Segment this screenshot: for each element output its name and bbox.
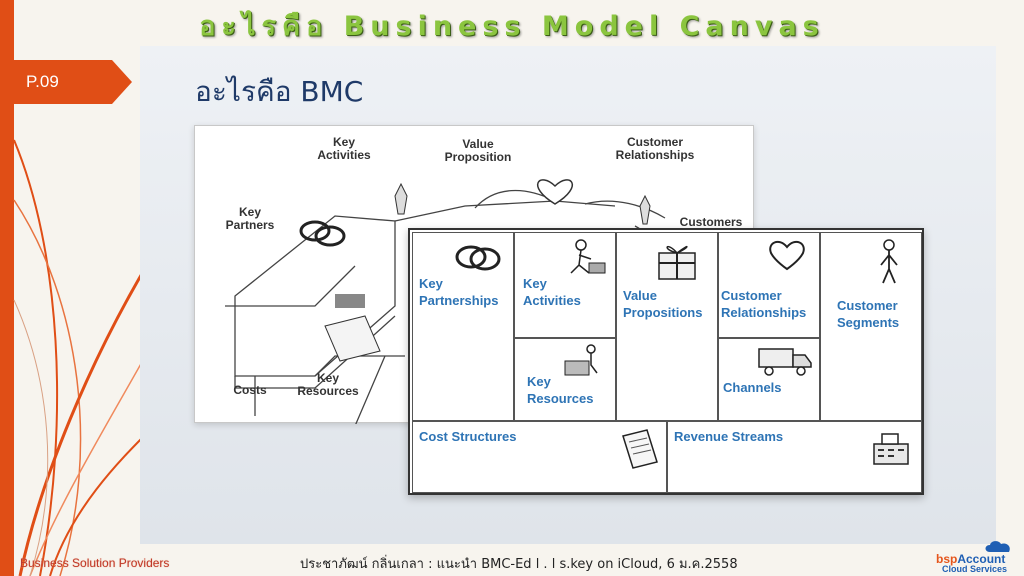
bmc-canvas-image: Key Partnerships Key Activities Key Reso… [408, 228, 924, 495]
bmc-label-key-resources: Key Resources [527, 374, 594, 406]
bmc-cell-revenue-streams: Revenue Streams [667, 421, 922, 493]
gift-icon [658, 245, 696, 280]
bmc-label-value-propositions: Value Propositions [623, 288, 703, 320]
person-icon [880, 239, 898, 284]
bmc-cell-customer-relationships: Customer Relationships [718, 232, 820, 338]
brand-name: bspAccount [936, 552, 1006, 566]
bmc-cell-channels: Channels [718, 338, 820, 421]
bmc-label-customer-relationships: Customer Relationships [721, 288, 807, 320]
left-accent-strip [0, 0, 14, 576]
bmc-cell-key-partnerships: Key Partnerships [412, 232, 514, 421]
brand-subtitle: Cloud Services [942, 564, 1008, 574]
bmc-label-key-partnerships: Key Partnerships [419, 276, 499, 308]
content-heading: อะไรคือ BMC [195, 75, 364, 108]
worker-icon [570, 239, 606, 274]
slide-title: อะไรคือ Business Model Canvas [199, 11, 825, 42]
bmc-label-key-activities: Key Activities [523, 276, 581, 308]
cash-register-icon [873, 433, 909, 465]
sketch-label-value-proposition: Value Proposition [444, 137, 512, 164]
bmc-cell-value-propositions: Value Propositions [616, 232, 718, 421]
sketch-label-costs: Costs [233, 383, 267, 397]
cloud-icon [985, 541, 1010, 552]
sketch-label-key-activities: Key Activities [317, 135, 371, 162]
sketch-label-customer-relationships: Customer Relationships [615, 135, 695, 162]
sketch-label-customers: Customers [679, 215, 743, 229]
bmc-cell-key-activities: Key Activities [514, 232, 616, 338]
cart-icon [564, 344, 598, 376]
bmc-label-revenue-streams: Revenue Streams [674, 429, 784, 444]
bmc-label-customer-segments: Customer Segments [837, 298, 900, 330]
bmc-cell-key-resources: Key Resources [514, 338, 616, 421]
sketch-label-key-resources: Key Resources [297, 371, 359, 398]
bmc-label-channels: Channels [723, 380, 782, 395]
brand-logo: bspAccount Cloud Services [936, 540, 1020, 574]
bmc-cell-cost-structures: Cost Structures [412, 421, 667, 493]
sketch-label-key-partners: Key Partners [225, 205, 275, 232]
bmc-cell-customer-segments: Customer Segments [820, 232, 922, 421]
truck-icon [758, 348, 812, 376]
footer-credit: ประชาภัฒน์ กลิ่นเกลา : แนะนำ BMC-Ed l . … [300, 557, 738, 572]
footer-company: Business Solution Providers [20, 556, 170, 570]
page-tag-shape [0, 60, 132, 104]
page-number: P.09 [26, 72, 59, 91]
rings-icon [455, 245, 501, 271]
heart-icon [769, 240, 805, 271]
bmc-label-cost-structures: Cost Structures [419, 429, 517, 444]
receipt-icon [622, 429, 658, 469]
